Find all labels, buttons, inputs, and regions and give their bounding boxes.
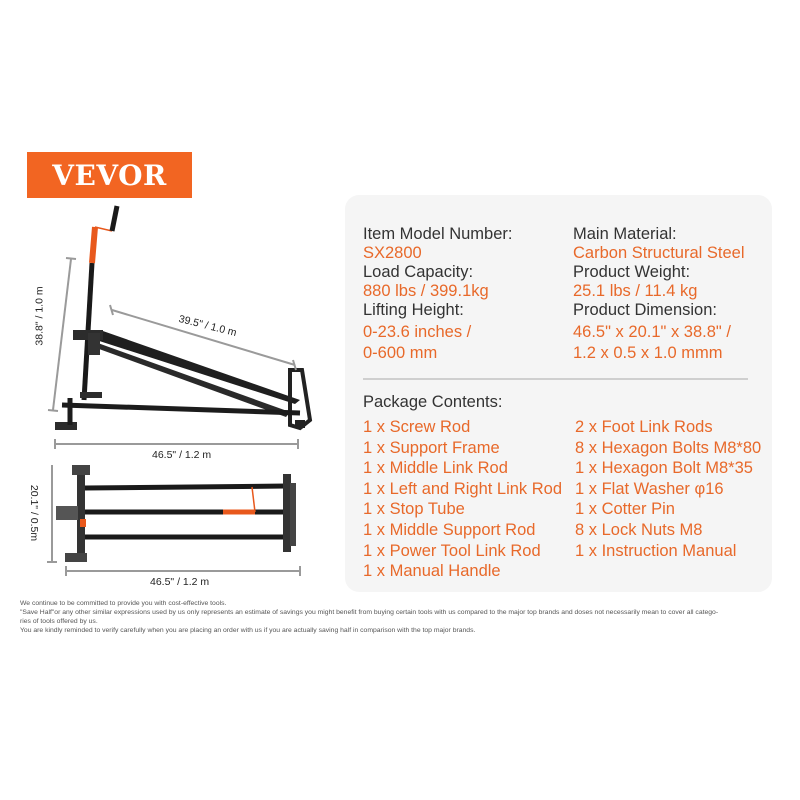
spec-label-model: Item Model Number: (363, 225, 513, 243)
package-list-right: 2 x Foot Link Rods 8 x Hexagon Bolts M8*… (575, 417, 761, 561)
package-contents-title: Package Contents: (363, 393, 503, 411)
package-item: 1 x Left and Right Link Rod (363, 479, 563, 498)
package-item: 8 x Hexagon Bolts M8*80 (575, 438, 762, 457)
package-item: 1 x Middle Support Rod (363, 520, 536, 539)
package-item: 1 x Instruction Manual (575, 541, 737, 560)
package-list-left: 1 x Screw Rod 1 x Support Frame 1 x Midd… (363, 417, 562, 582)
disclaimer-line: ries of tools offered by us. (20, 618, 98, 625)
package-item: 1 x Stop Tube (363, 500, 465, 519)
spec-value-weight: 25.1 lbs / 11.4 kg (573, 282, 698, 300)
spec-label-dimension: Product Dimension: (573, 301, 717, 319)
package-item: 1 x Power Tool Link Rod (363, 541, 541, 560)
spec-label-weight: Product Weight: (573, 263, 691, 281)
disclaimer-line: You are kindly reminded to verify carefu… (20, 627, 476, 634)
spec-value-lifting-line2: 0-600 mm (363, 344, 438, 362)
package-item: 1 x Hexagon Bolt M8*35 (575, 459, 753, 478)
vevor-logo: VEVOR (27, 152, 192, 198)
spec-value-lifting-line1: 0-23.6 inches / (363, 323, 472, 341)
side-view-illustration (55, 205, 313, 431)
spec-value-material: Carbon Structural Steel (573, 244, 745, 262)
top-length-dimension-label: 46.5" / 1.2 m (150, 576, 210, 588)
spec-value-lifting: 0-23.6 inches / 0-600 mm (363, 322, 512, 364)
package-item: 1 x Support Frame (363, 438, 500, 457)
package-item: 1 x Flat Washer φ16 (575, 479, 724, 498)
divider (363, 378, 748, 380)
package-item: 2 x Foot Link Rods (575, 418, 713, 436)
height-dimension-label: 38.8" / 1.0 m (33, 286, 46, 346)
top-view-illustration (56, 465, 296, 562)
side-dimension-lines (47, 257, 299, 449)
spec-label-lifting: Lifting Height: (363, 301, 464, 319)
side-length-dimension-label: 46.5" / 1.2 m (152, 449, 212, 461)
spec-value-dimension: 46.5" x 20.1" x 38.8" / 1.2 x 0.5 x 1.0 … (573, 322, 745, 364)
disclaimer-line: "Save Half"or any other similar expressi… (20, 609, 719, 616)
spec-value-dimension-line2: 1.2 x 0.5 x 1.0 mmm (573, 344, 723, 362)
package-item: 1 x Middle Link Rod (363, 459, 508, 478)
spec-label-material: Main Material: (573, 225, 677, 243)
package-item: 8 x Lock Nuts M8 (575, 520, 703, 539)
spec-value-load: 880 lbs / 399.1kg (363, 282, 489, 300)
product-diagram (47, 205, 313, 576)
package-item: 1 x Manual Handle (363, 562, 501, 581)
spec-card: Item Model Number: SX2800 Load Capacity:… (345, 195, 772, 592)
disclaimer: We continue to be committed to provide y… (20, 599, 795, 635)
disclaimer-line: We continue to be committed to provide y… (20, 600, 227, 607)
width-dimension-label: 20.1" / 0.5m (28, 484, 41, 542)
spec-value-dimension-line1: 46.5" x 20.1" x 38.8" / (573, 323, 731, 341)
package-item: 1 x Cotter Pin (575, 500, 675, 519)
spec-value-model: SX2800 (363, 244, 422, 262)
spec-column-right: Main Material: Carbon Structural Steel P… (573, 225, 745, 364)
top-dimension-lines (47, 465, 301, 576)
spec-label-load: Load Capacity: (363, 263, 474, 281)
package-item: 1 x Screw Rod (363, 418, 471, 436)
spec-column-left: Item Model Number: SX2800 Load Capacity:… (363, 225, 512, 364)
